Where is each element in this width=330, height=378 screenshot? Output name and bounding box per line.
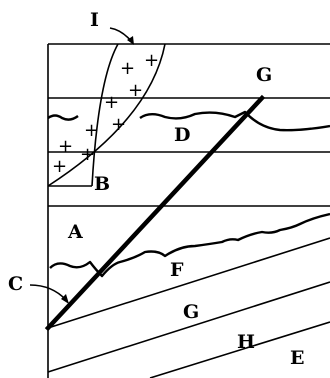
unconformity-d-right: [139, 110, 330, 132]
plus-symbol: +: [58, 136, 73, 157]
label-f: F: [170, 259, 184, 281]
plus-symbol: +: [52, 156, 67, 177]
label-g-top: G: [256, 64, 272, 86]
intrusion-inner-boundary: [91, 43, 119, 187]
plus-symbol: +: [128, 80, 143, 101]
unconformity-d-left: [47, 114, 79, 121]
plus-symbol: +: [84, 120, 99, 141]
intrusion-symbols: + + + + + + + + +: [52, 50, 159, 177]
label-c: C: [8, 273, 23, 295]
label-h: H: [237, 331, 255, 353]
dipping-plane-3: [149, 321, 330, 378]
label-a: A: [67, 221, 83, 243]
label-g-lower: G: [183, 301, 199, 323]
intrusion-outer-boundary: [47, 43, 166, 187]
plus-symbol: +: [144, 50, 159, 71]
label-e: E: [290, 347, 304, 369]
plus-symbol: +: [80, 144, 95, 165]
dipping-plane-1: [47, 237, 330, 329]
dipping-plane-2: [47, 281, 330, 373]
arrow-c-head: [61, 294, 69, 304]
unconformity-f: [49, 212, 330, 278]
plus-symbol: +: [111, 114, 126, 135]
fault-line: [44, 94, 266, 332]
arrow-i-head: [127, 36, 134, 45]
plus-symbol: +: [104, 92, 119, 113]
label-b: B: [94, 173, 110, 195]
label-i: I: [90, 9, 99, 31]
label-d: D: [174, 124, 190, 146]
plus-symbol: +: [120, 58, 135, 79]
